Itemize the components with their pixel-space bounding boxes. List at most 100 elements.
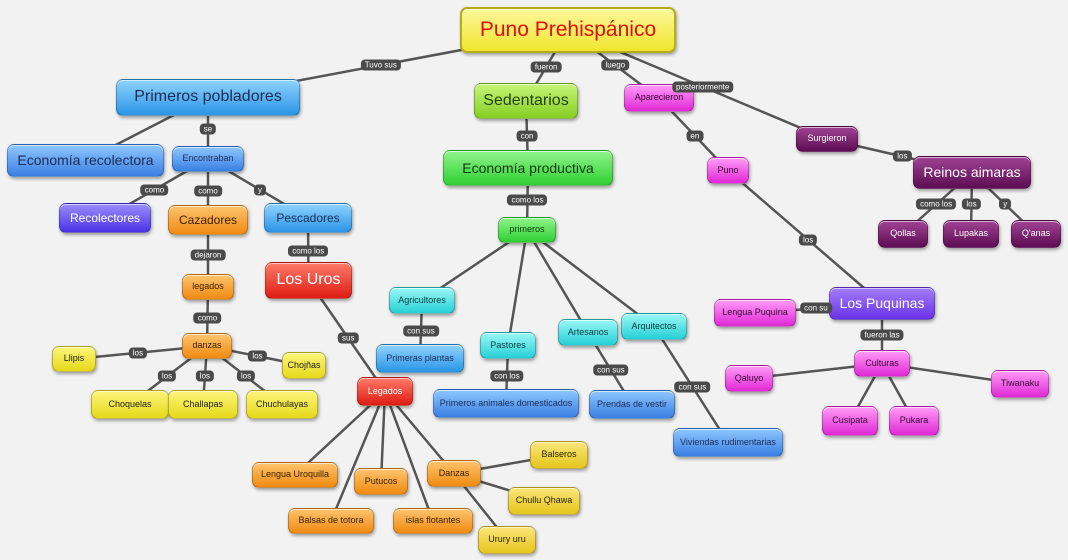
edge-label: con sus [403,325,439,337]
node-label: Llipis [63,353,85,364]
node-reinos-aimaras[interactable]: Reinos aimaras [913,156,1031,189]
node-label: primeros [509,224,545,235]
node-pescadores[interactable]: Pescadores [264,203,352,233]
node-label: Balseros [541,449,577,460]
node-label: Pukara [899,415,929,426]
node-arquitectos[interactable]: Arquitectos [621,313,687,340]
edge-label: los [893,150,912,162]
edge-label: con los [490,370,524,382]
node-chojnas[interactable]: Chojñas [282,352,326,379]
edge-label: como los [916,198,957,210]
node-label: Balsas de totora [298,515,364,526]
node-label: Chullu Qhawa [515,495,573,506]
node-qollas[interactable]: Qollas [878,220,928,248]
node-viviendas-rudimentarias[interactable]: Viviendas rudimentarias [673,428,783,457]
edge-label: los [798,234,818,246]
node-lengua-uroquilla[interactable]: Lengua Uroquilla [252,462,338,488]
edge-legados2-islas [383,390,435,523]
node-chuchulayas[interactable]: Chuchulayas [246,390,318,419]
node-lengua-puquina[interactable]: Lengua Puquina [714,299,796,327]
edge-label: los [248,350,267,362]
node-chullu-qhawa[interactable]: Chullu Qhawa [508,487,580,515]
edge-label: como [193,312,222,324]
node-primeros[interactable]: primeros [498,217,556,243]
node-label: Los Uros [276,271,341,289]
node-balsas-de-totora[interactable]: Balsas de totora [288,508,374,534]
node-tiwanaku[interactable]: Tiwanaku [991,370,1049,398]
edge-label: con su [800,302,832,314]
node-recolectores[interactable]: Recolectores [59,203,151,233]
edge-legados2-putucos [379,390,387,483]
node-label: Danzas [438,467,470,478]
edge-label: los [128,347,147,359]
node-qaluyo[interactable]: Qaluyo [725,365,773,392]
node-encontraban[interactable]: Encontraban [172,146,244,172]
node-primeros-animales-domesticados[interactable]: Primeros animales domesticados [433,389,579,418]
node-legados[interactable]: legados [182,274,234,300]
node-q-anas[interactable]: Q'anas [1011,220,1061,248]
edge-label: como [140,184,169,196]
node-label: Cusipata [832,415,868,426]
node-label: Culturas [865,357,899,368]
node-puno-prehispanico[interactable]: Puno Prehispánico [460,7,676,53]
node-label: Artesanos [567,326,609,337]
node-label: Los Puquinas [839,295,925,312]
node-label: Aparecieron [634,92,684,103]
node-urury-uru[interactable]: Urury uru [478,526,536,554]
node-pukara[interactable]: Pukara [889,406,939,436]
edge-label: como los [288,245,329,256]
edge-label: y [254,184,266,196]
node-economia-productiva[interactable]: Economía productiva [443,150,613,186]
node-los-uros[interactable]: Los Uros [265,262,352,299]
node-economia-recolectora[interactable]: Economía recolectora [7,144,164,177]
node-label: Legados [367,385,403,396]
node-llipis[interactable]: Llipis [52,346,96,372]
node-culturas[interactable]: Culturas [854,350,910,377]
node-label: Q'anas [1021,228,1051,239]
node-islas-flotantes[interactable]: islas flotantes [393,508,473,534]
node-los-puquinas[interactable]: Los Puquinas [829,287,935,320]
node-aparecieron[interactable]: Aparecieron [624,84,694,112]
node-balseros[interactable]: Balseros [530,441,588,469]
node-label: Urury uru [488,534,526,545]
edge-label: como los [507,194,548,206]
node-danzas[interactable]: Danzas [427,460,481,487]
node-label: Pescadores [276,210,340,225]
node-primeros-pobladores[interactable]: Primeros pobladores [116,79,300,116]
node-primeras-plantas[interactable]: Primeras plantas [376,344,464,373]
node-legados[interactable]: Legados [357,377,413,406]
node-cazadores[interactable]: Cazadores [168,205,248,235]
edge-primeros2-arquitectos [525,228,656,328]
node-label: Tiwanaku [1000,378,1040,389]
node-label: Lengua Uroquilla [260,469,330,480]
node-label: Qollas [890,228,916,239]
node-label: Primeros pobladores [134,88,282,106]
node-label: Economía productiva [462,159,594,176]
node-challapas[interactable]: Challapas [168,390,238,419]
node-sedentarios[interactable]: Sedentarios [474,83,578,119]
node-label: Challapas [182,398,224,409]
node-danzas[interactable]: danzas [182,333,232,359]
node-label: Arquitectos [631,320,677,331]
node-surgieron[interactable]: Surgieron [796,126,858,152]
edge-label: posteriormente [671,81,734,93]
node-label: Putucos [364,475,398,486]
node-label: legados [192,281,224,292]
node-putucos[interactable]: Putucos [354,468,408,495]
node-cusipata[interactable]: Cusipata [822,406,878,436]
node-label: Economía recolectora [17,152,154,169]
edge-label: como [194,185,222,197]
node-choquelas[interactable]: Choquelas [91,390,169,419]
node-lupakas[interactable]: Lupakas [943,220,999,248]
edge-label: con sus [593,364,629,376]
edge-label: con [516,130,538,142]
node-puno[interactable]: Puno [707,157,749,184]
edge-label: Tuvo sus [360,59,401,71]
node-pastores[interactable]: Pastores [480,332,536,359]
node-artesanos[interactable]: Artesanos [558,319,618,346]
node-agricultores[interactable]: Agricultores [389,287,455,314]
node-label: Chojñas [287,359,321,370]
node-label: danzas [192,340,222,351]
node-prendas-de-vestir[interactable]: Prendas de vestir [589,390,675,419]
